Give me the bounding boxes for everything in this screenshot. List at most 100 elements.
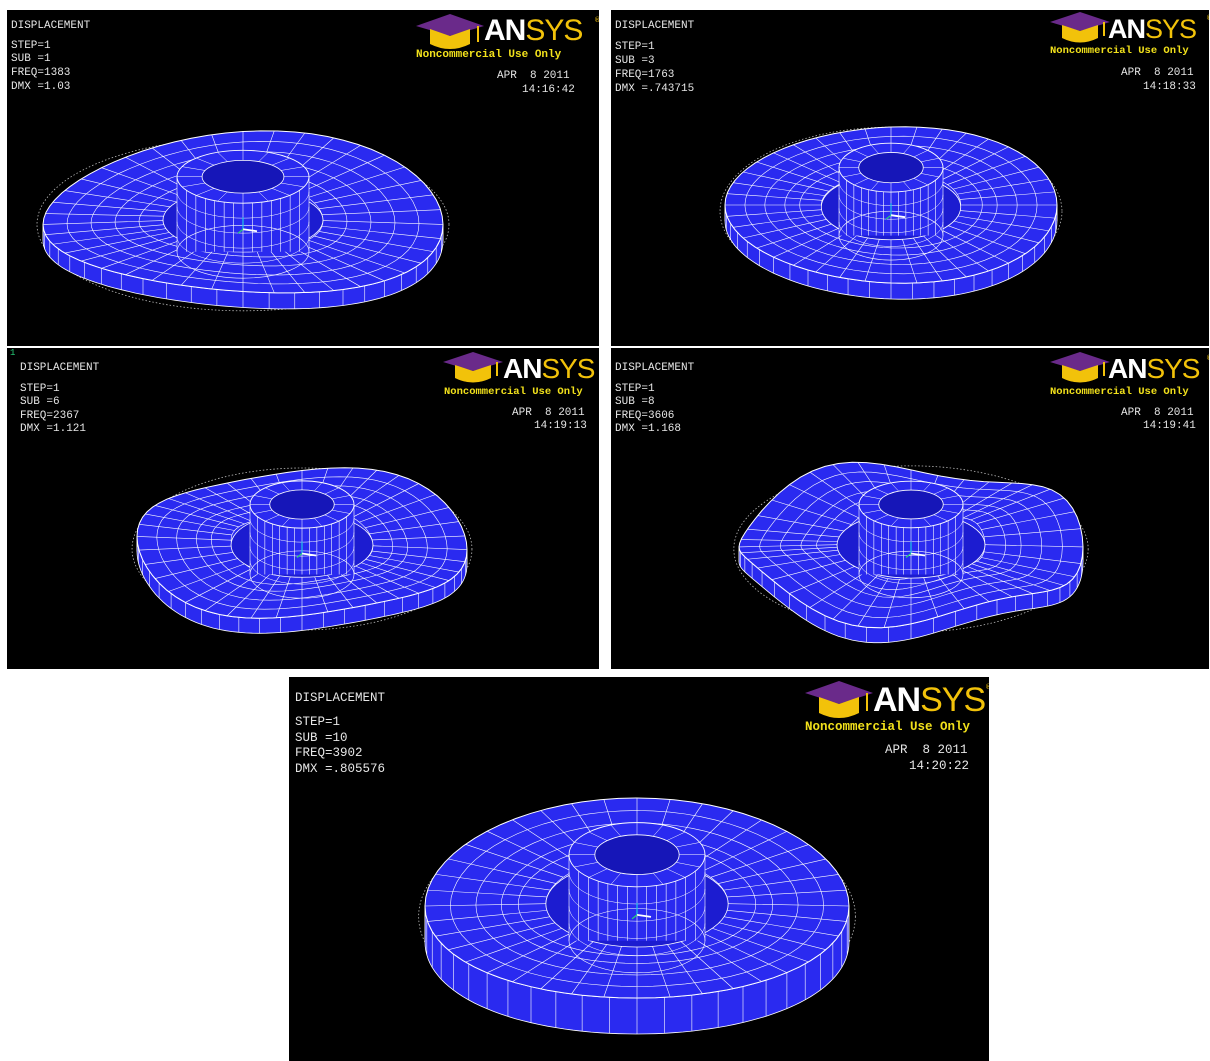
mesh-line	[81, 178, 179, 203]
mesh-line	[486, 830, 573, 872]
mesh-line	[369, 521, 459, 535]
mesh-line	[138, 524, 232, 536]
triad-x-axis	[910, 552, 926, 557]
mesh-line	[738, 544, 838, 548]
mesh-line	[610, 872, 622, 885]
mesh-line	[809, 570, 868, 608]
ansys-wordmark-sys: SYS	[541, 353, 595, 384]
mesh-line	[52, 228, 167, 245]
mesh-line	[610, 824, 622, 837]
mesh-line	[568, 889, 706, 922]
graduation-cap-icon	[443, 352, 503, 383]
mesh-line	[957, 178, 1049, 195]
mesh-line	[465, 844, 564, 878]
mesh-line	[314, 517, 323, 527]
mesh-line	[839, 235, 870, 278]
mesh-line	[312, 572, 329, 612]
time-stamp: 14:20:22	[909, 759, 970, 773]
mesh-line	[771, 499, 852, 525]
dmx-value: DMX =1.03	[11, 81, 71, 93]
ansys-wordmark: ANSYS	[503, 353, 595, 384]
mesh-line	[372, 535, 465, 541]
graduation-cap-icon	[1050, 12, 1110, 43]
mesh-line	[145, 513, 235, 531]
ansys-wordmark: ANSYS	[1108, 14, 1197, 44]
sub-value: SUB =8	[615, 396, 655, 408]
mesh-line	[307, 239, 405, 274]
triad-x-axis	[242, 228, 258, 233]
mesh-line	[883, 579, 900, 628]
mesh-line	[154, 557, 239, 579]
mesh-line	[710, 844, 809, 878]
mesh-line	[743, 218, 829, 239]
sub-value: SUB =10	[295, 731, 348, 745]
hub-bore	[858, 152, 924, 184]
ansys-wordmark-an: AN	[1108, 353, 1147, 384]
mesh-line	[793, 230, 851, 266]
mesh-line	[289, 245, 361, 287]
mesh-line	[718, 922, 826, 950]
mesh-line	[181, 166, 206, 171]
time-stamp: 14:19:13	[534, 420, 587, 432]
mesh-line	[947, 225, 1026, 254]
time-stamp: 14:16:42	[522, 84, 575, 96]
axis-triad-icon	[631, 902, 652, 920]
ansys-wordmark-sys: SYS	[1146, 353, 1200, 384]
mesh-line	[280, 182, 305, 188]
mesh-line	[271, 188, 290, 196]
result-label: DISPLACEMENT	[615, 20, 695, 32]
mesh-line	[727, 910, 847, 922]
mesh-line	[757, 515, 846, 532]
mesh-line	[733, 182, 825, 196]
mesh-line	[690, 935, 762, 982]
mesh-line	[427, 889, 547, 898]
mesh-line	[901, 237, 918, 284]
mesh-line	[815, 232, 860, 273]
axis-triad-icon	[237, 217, 258, 234]
mesh-line	[324, 487, 339, 495]
mesh-line	[574, 842, 599, 848]
mesh-line	[838, 194, 944, 220]
logo-tagline: Noncommercial Use Only	[805, 720, 971, 734]
mesh-line	[723, 874, 839, 891]
mesh-model	[131, 467, 473, 634]
mesh-line	[923, 517, 932, 527]
freq-value: FREQ=2367	[20, 410, 80, 422]
mesh-line	[258, 152, 269, 162]
mesh-line	[176, 206, 310, 234]
mesh-line	[842, 158, 862, 163]
freq-value: FREQ=1383	[11, 67, 71, 79]
mesh-line	[319, 194, 434, 210]
dmx-value: DMX =.743715	[615, 83, 695, 95]
mesh-line	[319, 231, 434, 252]
mesh-line	[265, 487, 280, 495]
mesh-line	[933, 571, 965, 609]
logo-tagline: Noncommercial Use Only	[416, 49, 562, 61]
mesh-line	[903, 144, 912, 154]
mesh-line	[771, 558, 852, 580]
mesh-line	[701, 932, 788, 973]
mesh-line	[307, 166, 405, 198]
ansys-wordmark: ANSYS	[873, 683, 986, 717]
logo-tagline: Noncommercial Use Only	[444, 386, 583, 398]
axis-triad-icon	[296, 541, 317, 558]
mesh-line	[854, 150, 869, 158]
triad-x-axis	[636, 914, 652, 918]
mesh-line	[253, 495, 273, 500]
mesh-line	[838, 221, 944, 247]
result-label: DISPLACEMENT	[295, 691, 386, 705]
mesh-line	[963, 484, 1033, 519]
mesh-line	[723, 916, 839, 937]
mesh-line	[954, 565, 1013, 597]
ansys-wordmark: ANSYS	[484, 16, 583, 46]
mesh-line	[959, 191, 1055, 200]
mesh-model	[733, 461, 1089, 644]
mesh-line	[743, 171, 829, 192]
result-label: DISPLACEMENT	[20, 362, 100, 374]
mesh-line	[741, 546, 838, 554]
mesh-line	[675, 842, 700, 848]
dmx-value: DMX =.805576	[295, 762, 386, 776]
logo-tagline: Noncommercial Use Only	[1050, 386, 1189, 398]
mode-panel-1: DISPLACEMENT STEP=1 SUB =1 FREQ=1383 DMX…	[7, 10, 599, 346]
freq-value: FREQ=1763	[615, 69, 675, 81]
